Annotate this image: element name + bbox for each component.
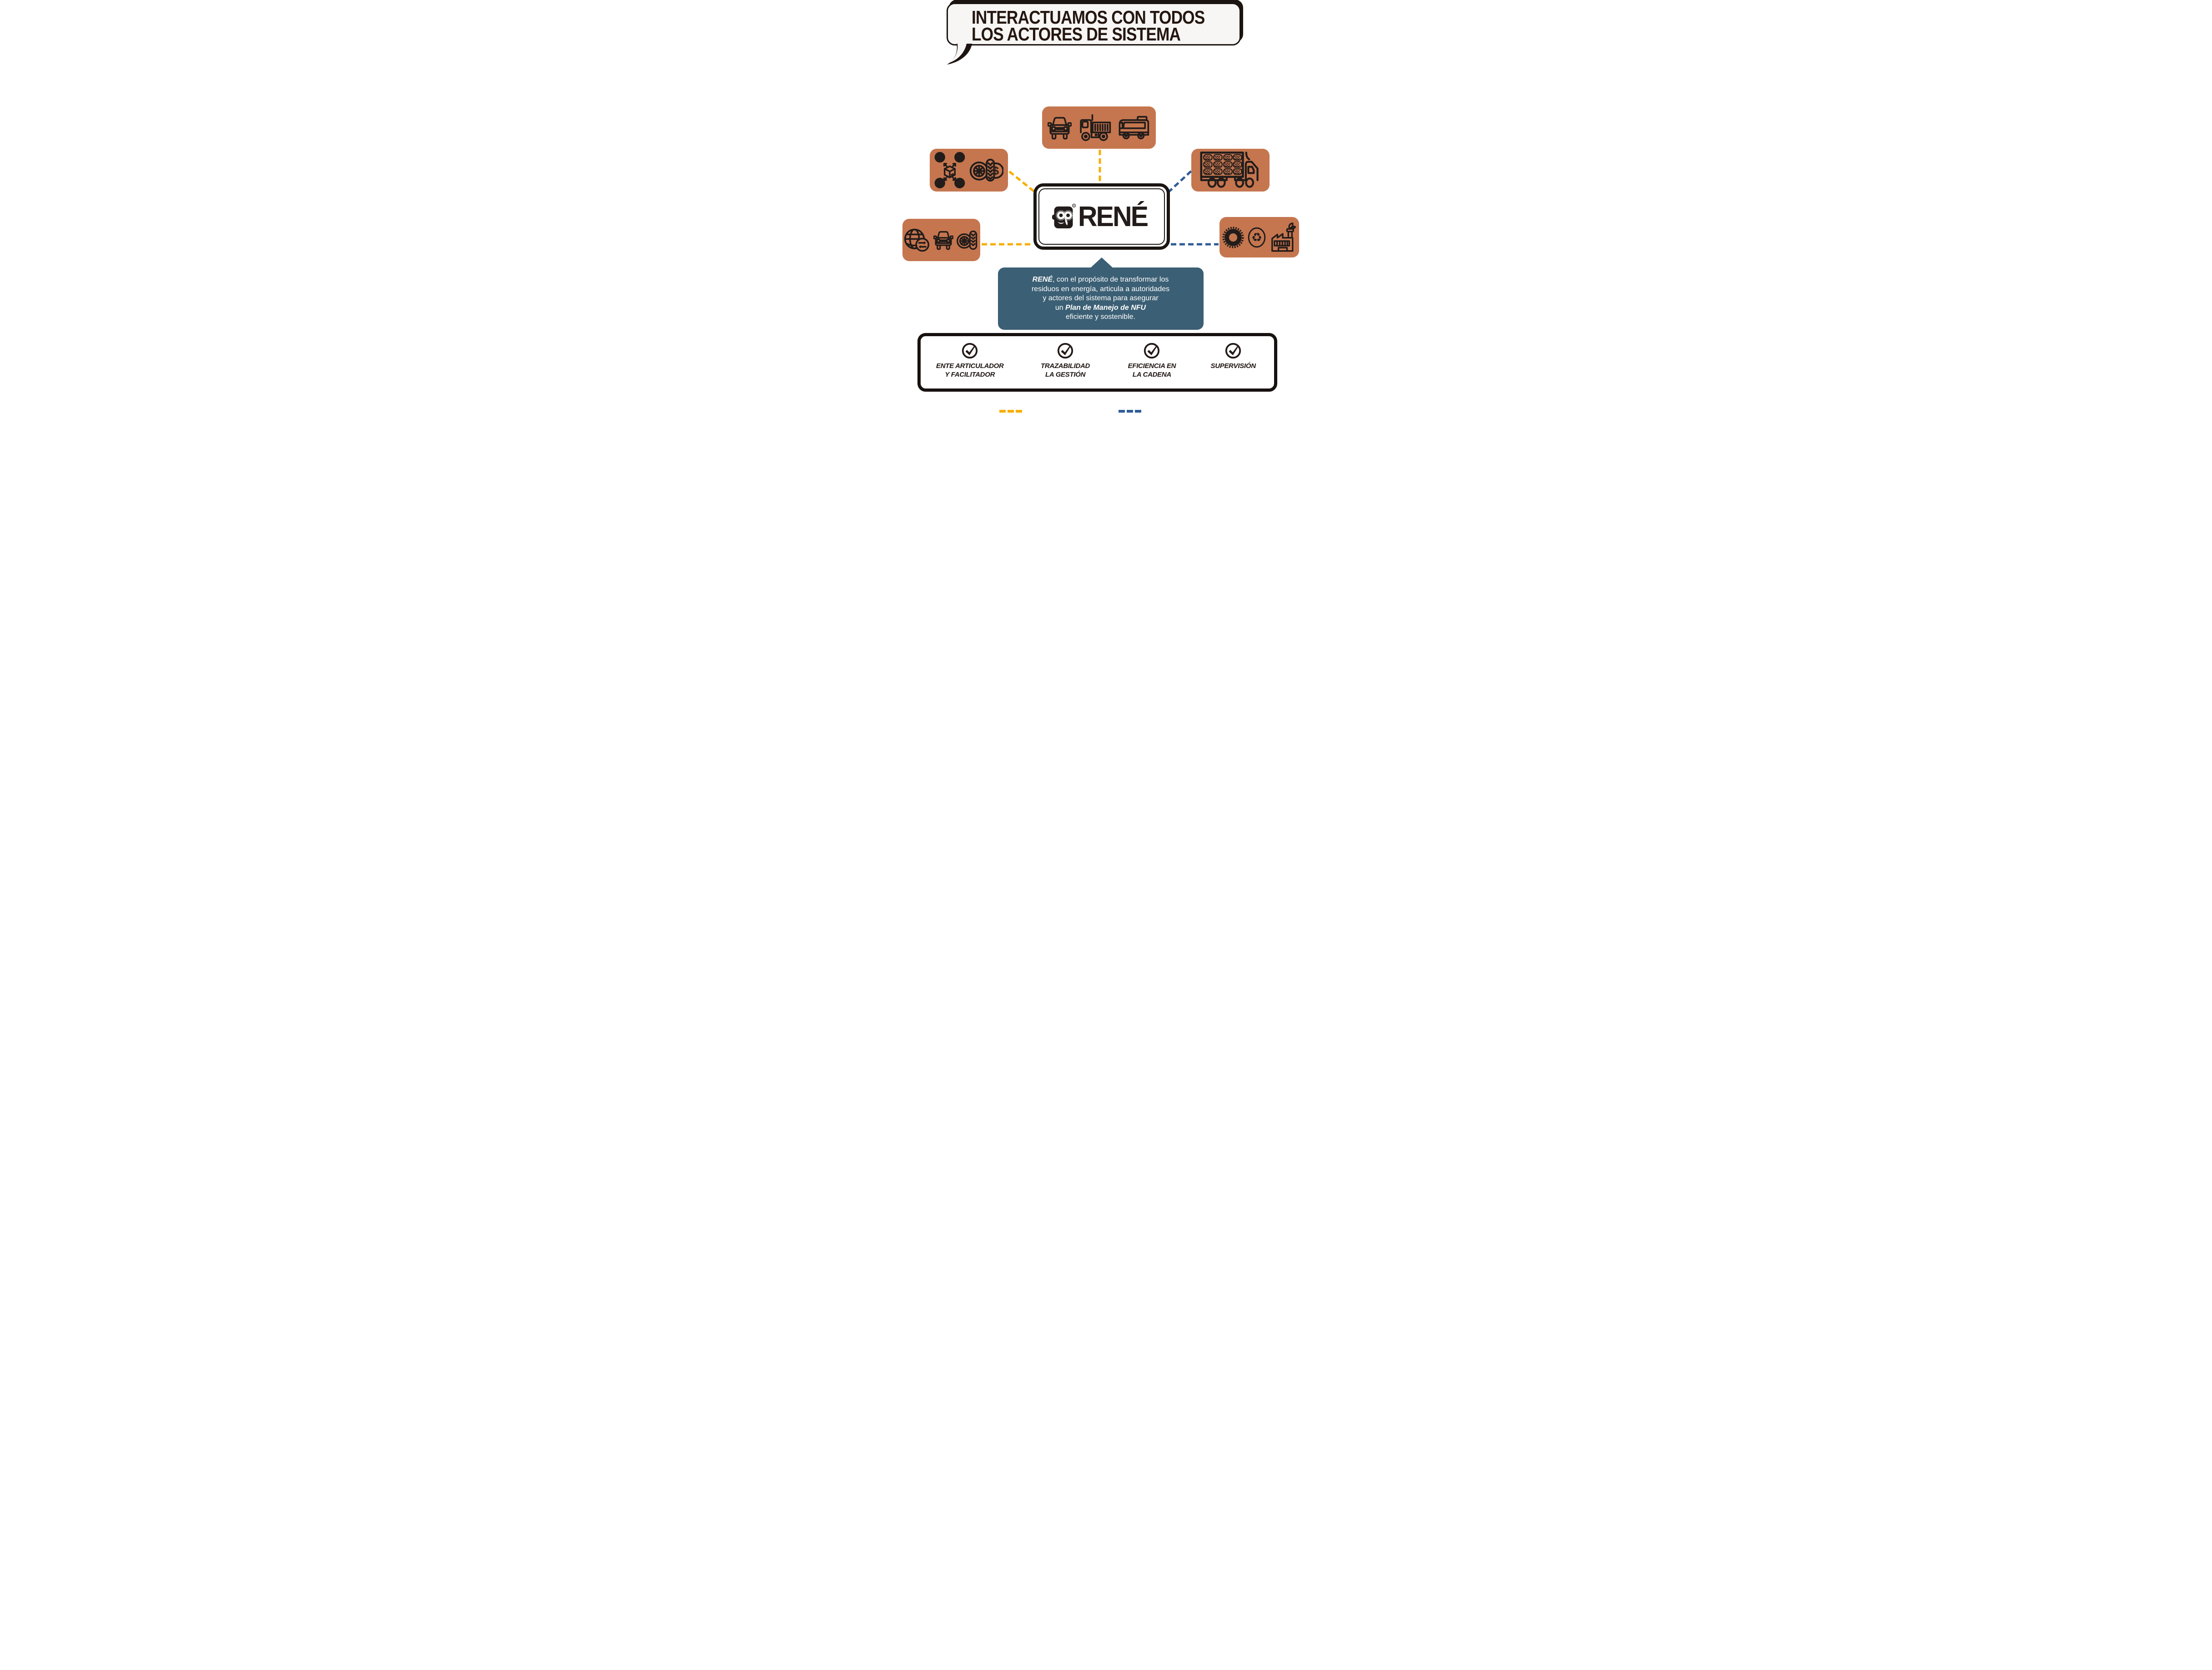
- globe-trade-icon: [904, 228, 930, 252]
- eco-factory-icon: [1271, 222, 1296, 252]
- registered-mark: ®: [1073, 204, 1075, 207]
- check-circle-icon: [1225, 343, 1241, 359]
- center-brand-box: ® RENÉ: [1033, 183, 1170, 250]
- actor-box-tire-transporters: [1191, 149, 1270, 192]
- pillar-label-line2: LA GESTIÓN: [1045, 371, 1086, 378]
- callout-line2: residuos en energía, articula a autorida…: [1031, 285, 1170, 293]
- brand-wordmark: RENÉ: [1078, 201, 1149, 232]
- legend-yellow-dashes: [999, 410, 1022, 413]
- mission-callout: RENÉ, con el propósito de transformar lo…: [998, 257, 1204, 330]
- speech-bubble-tail: [947, 44, 972, 65]
- legend-blue-dashes: [1118, 410, 1141, 413]
- actor-box-tire-distributors: $: [929, 149, 1008, 192]
- pillar-label-line1: TRAZABILIDAD: [1041, 362, 1090, 370]
- infographic-page: INTERACTUAMOS CON TODOS LOS ACTORES DE S…: [829, 0, 1383, 418]
- recycle-icon: ♻: [1248, 227, 1266, 247]
- actor-box-tire-recyclers: ♻: [1219, 217, 1299, 257]
- connector-yellow-diagonal: [1008, 171, 1036, 193]
- legend-yellow-dash: [999, 410, 1006, 413]
- tire-cargo-truck-icon: [1200, 151, 1259, 188]
- pillar-supervision: SUPERVISIÓN: [1193, 342, 1274, 388]
- page-title-line2: LOS ACTORES DE SISTEMA: [971, 24, 1181, 45]
- car-front-icon: [933, 231, 953, 250]
- check-circle-icon: [1057, 343, 1073, 359]
- tire-icon: [1222, 226, 1244, 248]
- brand-lockup: ® RENÉ: [1052, 201, 1151, 233]
- legend-blue-dash: [1118, 410, 1125, 413]
- tire-money-icon: $: [969, 158, 1003, 182]
- pillar-label-line1: SUPERVISIÓN: [1210, 362, 1256, 370]
- legend-yellow-dash: [1007, 410, 1014, 413]
- tire-distribution-icon: [934, 152, 965, 188]
- connector-lines: [981, 150, 1219, 246]
- callout-line1: RENÉ, con el propósito de transformar lo…: [998, 275, 1204, 285]
- pillar-label-line2: LA CADENA: [1132, 371, 1171, 378]
- page-title-line1: INTERACTUAMOS CON TODOS: [971, 7, 1205, 28]
- callout-line3: y actores del sistema para asegurar: [1043, 294, 1159, 302]
- rene-logo-icon: ®: [1052, 203, 1076, 228]
- wheel-tire-icon: [957, 230, 978, 250]
- callout-line4-pre: un: [1055, 303, 1066, 312]
- callout-line1-rest: , con el propósito de transformar los: [1053, 276, 1169, 283]
- callout-line5: eficiente y sostenible.: [1066, 313, 1135, 321]
- check-circle-icon: [962, 343, 978, 359]
- connector-blue-diagonal: [1167, 169, 1193, 193]
- center-brand-inner-frame: ® RENÉ: [1038, 188, 1165, 245]
- actor-box-tire-importers: [902, 219, 980, 261]
- dump-truck-icon: [1080, 114, 1111, 141]
- legend-blue-dash: [1126, 410, 1133, 413]
- bus-icon: [1119, 116, 1149, 139]
- legend-blue-dash: [1134, 410, 1141, 413]
- pillar-label-line2: Y FACILITADOR: [945, 371, 995, 378]
- title-speech-bubble: INTERACTUAMOS CON TODOS LOS ACTORES DE S…: [946, 3, 1241, 45]
- check-circle-icon: [1144, 343, 1160, 359]
- pillar-label-line1: EFICIENCIA EN: [1128, 362, 1176, 370]
- callout-brand-bold: RENÉ: [1032, 276, 1053, 283]
- callout-line4: un Plan de Manejo de NFU: [998, 303, 1204, 313]
- svg-text:♻: ♻: [1251, 230, 1262, 244]
- car-front-icon: [1048, 116, 1072, 140]
- pillar-label-line1: ENTE ARTICULADOR: [936, 362, 1004, 370]
- actor-box-vehicle-generators: [1042, 106, 1156, 149]
- callout-plan-bold: Plan de Manejo de NFU: [1065, 303, 1146, 312]
- legend-yellow-dash: [1015, 410, 1022, 413]
